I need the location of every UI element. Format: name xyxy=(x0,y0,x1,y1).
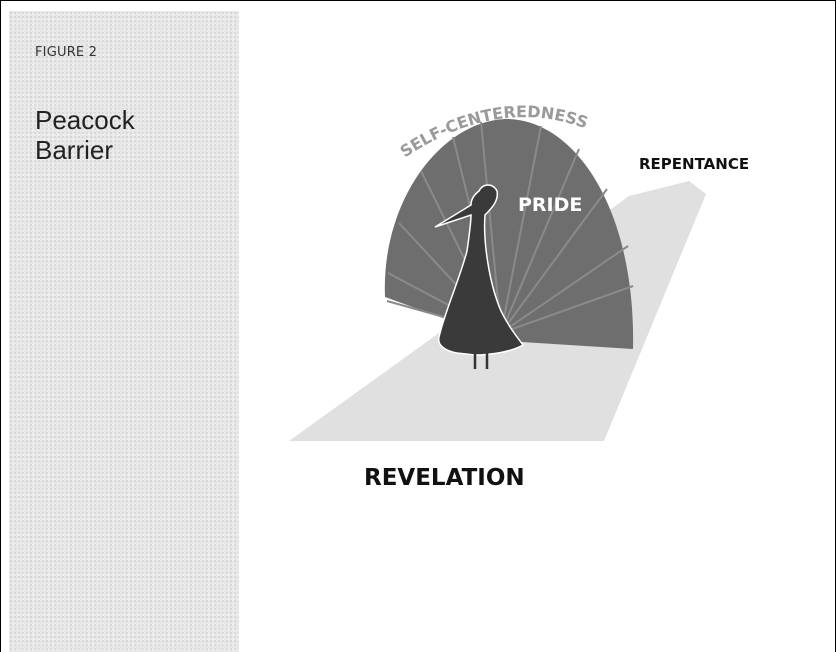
peacock-barrier-diagram: SELF-CENTEREDNESS PRIDE REPENTANCE REVEL… xyxy=(239,1,835,652)
pride-label: PRIDE xyxy=(518,194,582,216)
figure-sidebar: FIGURE 2 Peacock Barrier xyxy=(9,11,239,652)
revelation-label: REVELATION xyxy=(364,465,525,491)
figure-title-line-2: Barrier xyxy=(35,135,235,165)
repentance-label: REPENTANCE xyxy=(639,155,749,173)
figure-title: Peacock Barrier xyxy=(35,105,235,165)
figure-number-label: FIGURE 2 xyxy=(35,45,97,60)
figure-title-line-1: Peacock xyxy=(35,105,235,135)
